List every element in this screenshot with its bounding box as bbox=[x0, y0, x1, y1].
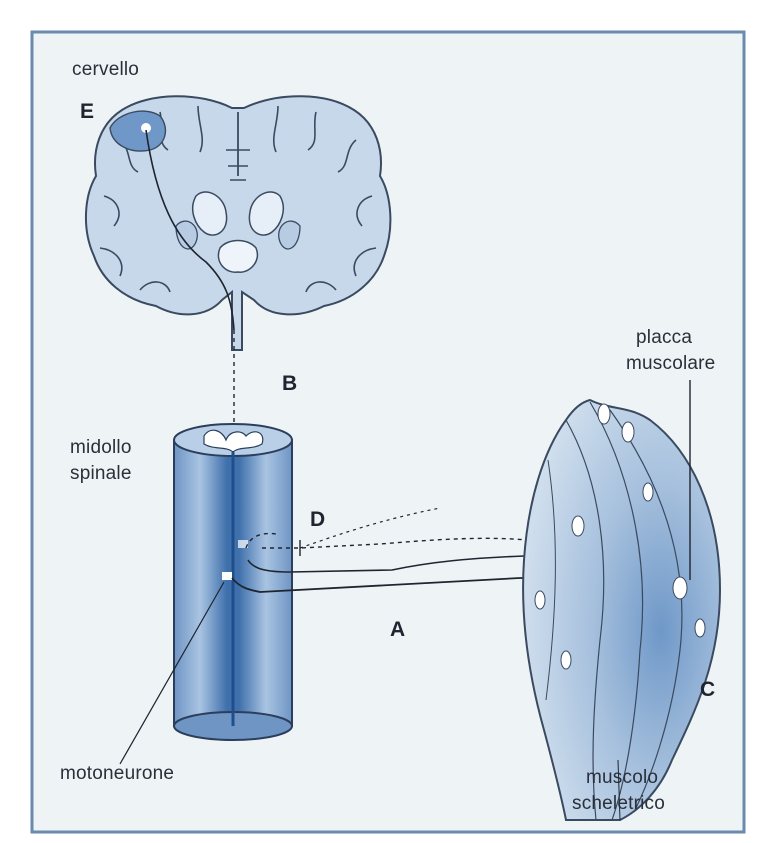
letter-b: B bbox=[282, 372, 297, 396]
label-cervello: cervello bbox=[72, 58, 139, 81]
letter-e: E bbox=[80, 100, 94, 124]
label-midollo-line1: midollo bbox=[70, 436, 132, 459]
spinal-cord bbox=[174, 424, 292, 740]
label-motoneurone: motoneurone bbox=[60, 762, 174, 785]
label-muscolo-line2: scheletrico bbox=[572, 792, 665, 815]
label-placca-line2: muscolare bbox=[626, 352, 715, 375]
letter-d: D bbox=[310, 508, 325, 532]
label-placca-line1: placca bbox=[636, 326, 692, 349]
label-muscolo-line1: muscolo bbox=[586, 766, 658, 789]
label-midollo-line2: spinale bbox=[70, 462, 132, 485]
letter-a: A bbox=[390, 618, 405, 642]
letter-c: C bbox=[700, 678, 715, 702]
